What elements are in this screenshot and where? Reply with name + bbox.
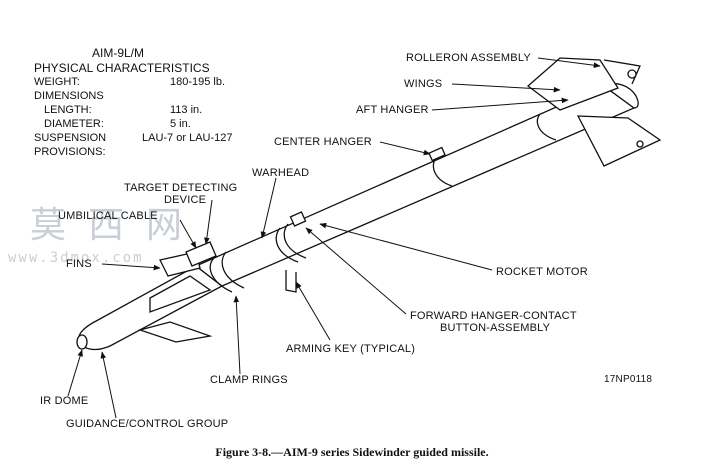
leader-lines — [67, 57, 601, 419]
label-guidance-control: GUIDANCE/CONTROL GROUP — [66, 418, 229, 430]
label-target-detecting: TARGET DETECTING — [124, 182, 238, 194]
label-rolleron-assembly: ROLLERON ASSEMBLY — [406, 52, 531, 64]
label-forward-hanger: FORWARD HANGER-CONTACT — [410, 310, 577, 322]
ir-dome-shape — [76, 334, 88, 350]
label-rocket-motor: ROCKET MOTOR — [496, 266, 588, 278]
label-wings: WINGS — [404, 78, 443, 90]
spec-value-diameter: 5 in. — [170, 118, 191, 130]
label-forward-hanger-button: BUTTON-ASSEMBLY — [440, 322, 551, 334]
label-ir-dome: IR DOME — [40, 395, 89, 407]
label-arming-key: ARMING KEY (TYPICAL) — [286, 343, 416, 355]
spec-label-suspension: SUSPENSION — [34, 132, 107, 144]
spec-label-dimensions: DIMENSIONS — [34, 90, 104, 102]
tail-wings — [526, 57, 619, 111]
figure-caption: Figure 3-8.—AIM-9 series Sidewinder guid… — [215, 445, 489, 459]
label-warhead: WARHEAD — [252, 167, 310, 179]
label-clamp-rings: CLAMP RINGS — [210, 374, 288, 386]
spec-value-suspension: LAU-7 or LAU-127 — [142, 132, 233, 144]
spec-label-weight: WEIGHT: — [34, 76, 80, 88]
label-aft-hanger: AFT HANGER — [356, 104, 429, 116]
label-umbilical-cable: UMBILICAL CABLE — [58, 210, 158, 222]
figure-id: 17NP0118 — [604, 374, 653, 385]
main-tube — [194, 85, 636, 287]
spec-model: AIM-9L/M — [92, 46, 145, 60]
spec-label-length: LENGTH: — [44, 104, 92, 116]
spec-title: PHYSICAL CHARACTERISTICS — [34, 61, 210, 75]
forward-fins — [149, 275, 212, 313]
missile-body — [76, 57, 662, 351]
spec-label-provisions: PROVISIONS: — [34, 146, 106, 158]
spec-value-weight: 180-195 lb. — [170, 76, 226, 88]
label-fins: FINS — [66, 258, 92, 270]
spec-value-length: 113 in. — [170, 104, 203, 116]
label-center-hanger: CENTER HANGER — [274, 136, 372, 148]
label-target-detecting-device: DEVICE — [164, 194, 207, 206]
spec-label-diameter: DIAMETER: — [44, 118, 104, 130]
